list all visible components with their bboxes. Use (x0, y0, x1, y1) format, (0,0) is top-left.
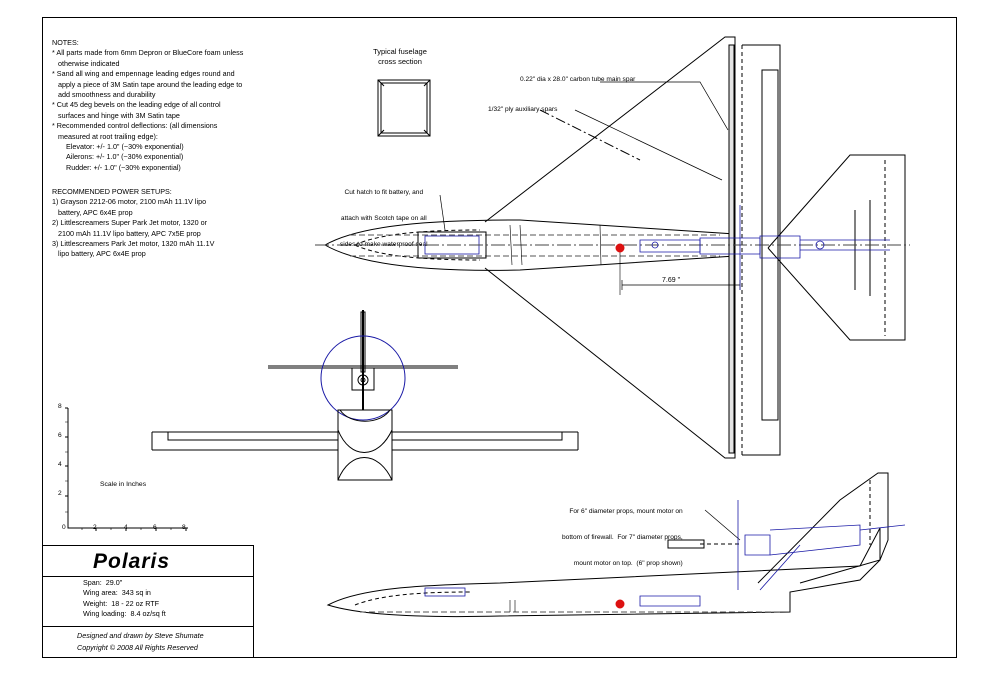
scale-label: Scale in Inches (100, 481, 147, 488)
power-line: 2100 mAh 11.1V lipo battery, APC 7x5E pr… (58, 228, 201, 238)
spec-line: Span: 29.0" (83, 578, 123, 587)
credit-divider (43, 626, 253, 627)
title-divider (43, 576, 253, 577)
hatch-note-line: sides to make waterproof seal (340, 240, 428, 248)
hatch-note-line: Cut hatch to fit battery, and (344, 189, 424, 197)
designer-credit: Designed and drawn by Steve Shumate (77, 631, 204, 640)
scale-y-tick: 6 (58, 432, 62, 439)
side-view (326, 472, 906, 618)
title-block: Polaris Span: 29.0" Wing area: 343 sq in… (42, 545, 254, 658)
drawing-border (42, 17, 957, 658)
notes-heading: NOTES: (52, 38, 79, 47)
scale-y-tick: 8 (58, 403, 62, 410)
prop-note: For 6" diameter props, mount motor on bo… (562, 491, 683, 577)
note-line: otherwise indicated (58, 58, 120, 68)
fuselage-front (337, 409, 393, 481)
spec-line: Wing loading: 8.4 oz/sq ft (83, 609, 166, 619)
wing-top-outline (484, 36, 736, 459)
fuselage-side-outline (326, 527, 881, 618)
top-view (315, 36, 910, 459)
note-line: add smoothness and durability (58, 90, 156, 100)
hatch-note-line: attach with Scotch tape on all (340, 214, 427, 222)
credits: Designed and drawn by Steve Shumate Copy… (77, 630, 204, 655)
hatch-note: Cut hatch to fit battery, and attach wit… (340, 172, 428, 258)
cross-section-title-line: Typical fuselage (373, 47, 427, 56)
power-heading: RECOMMENDED POWER SETUPS: (52, 187, 172, 196)
scale-y-tick: 2 (58, 490, 62, 497)
spec-line: Wing area: 343 sq in (83, 588, 151, 598)
note-line: * Sand all wing and empennage leading ed… (52, 69, 235, 79)
front-view (151, 310, 579, 481)
scale-bar (65, 407, 188, 531)
scale-x-tick: 0 (62, 524, 66, 531)
note-line: Rudder: +/- 1.0" (~30% exponential) (66, 162, 181, 172)
prop-note-line: mount motor on top. (6" prop shown) (573, 559, 683, 567)
power-line: battery, APC 6x4E prop (58, 207, 133, 217)
cg-mark (615, 243, 625, 253)
aircraft-name: Polaris (93, 550, 171, 573)
fuselage-cross-section (377, 79, 431, 137)
aileron (742, 44, 781, 456)
main-spar-label: 0.22" dia x 28.0" carbon tube main spar (520, 76, 636, 83)
power-line: lipo battery, APC 6x4E prop (58, 249, 146, 259)
dimension-label: 7.69 " (662, 277, 681, 284)
cg-mark-side (615, 599, 625, 609)
prop-note-line: For 6" diameter props, mount motor on (569, 508, 683, 516)
note-line: Ailerons: +/- 1.0" (~30% exponential) (66, 152, 184, 162)
cross-section-title: Typical fuselage cross section (360, 47, 440, 67)
note-line: surfaces and hinge with 3M Satin tape (58, 110, 180, 120)
power-line: 3) Littlescreamers Park Jet motor, 1320 … (52, 239, 215, 249)
main-spar (728, 44, 735, 454)
power-line: 2) Littlescreamers Super Park Jet motor,… (52, 218, 207, 228)
horizontal-stabilizer (767, 154, 906, 341)
note-line: apply a piece of 3M Satin tape around th… (58, 79, 243, 89)
specs-list: Span: 29.0" Wing area: 343 sq in Weight:… (83, 578, 166, 620)
note-line: * Cut 45 deg bevels on the leading edge … (52, 100, 221, 110)
fin-side (757, 472, 889, 584)
spec-line: Weight: 18 - 22 oz RTF (83, 598, 160, 608)
note-line: measured at root trailing edge): (58, 131, 158, 141)
scale-y-tick: 4 (58, 461, 62, 468)
power-line: 1) Grayson 2212-06 motor, 2100 mAh 11.1V… (52, 197, 207, 207)
note-line: * All parts made from 6mm Depron or Blue… (52, 48, 244, 58)
notes-block: NOTES: * All parts made from 6mm Depron … (52, 38, 277, 173)
note-line: Elevator: +/- 1.0" (~30% exponential) (66, 142, 184, 152)
power-setups-block: RECOMMENDED POWER SETUPS: 1) Grayson 221… (52, 187, 277, 260)
prop-note-line: bottom of firewall. For 7" diameter prop… (562, 533, 683, 541)
wing-front (151, 431, 579, 451)
copyright: Copyright © 2008 All Rights Reserved (77, 643, 198, 653)
note-line: * Recommended control deflections: (all … (52, 121, 218, 131)
cross-section-title-line: cross section (378, 57, 422, 66)
aux-spars-label: 1/32" ply auxiliary spars (488, 106, 558, 113)
prop-disc (320, 335, 406, 421)
